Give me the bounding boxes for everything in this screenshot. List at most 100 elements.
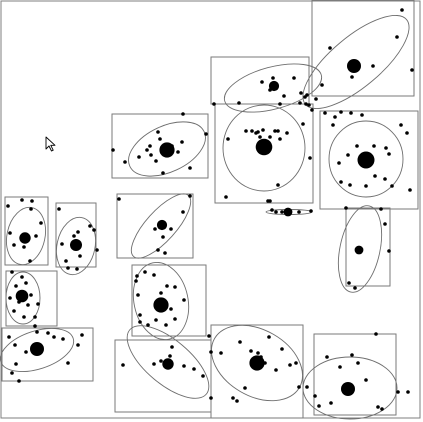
data-point <box>355 144 359 148</box>
data-point <box>261 128 265 132</box>
data-point <box>396 390 400 394</box>
data-point <box>201 374 205 378</box>
data-point <box>164 323 168 327</box>
cluster-ellipse <box>128 121 206 177</box>
data-point <box>256 351 260 355</box>
data-point <box>285 131 289 135</box>
data-point <box>374 332 378 336</box>
data-point <box>20 275 24 279</box>
data-point <box>28 259 32 263</box>
data-point <box>52 335 56 339</box>
data-point <box>298 101 302 105</box>
data-point <box>145 148 149 152</box>
data-point <box>278 102 282 106</box>
cluster-ellipse <box>0 327 75 373</box>
cluster-center <box>283 207 293 217</box>
cluster-ellipse <box>337 205 383 293</box>
data-point <box>376 405 380 409</box>
data-point <box>188 166 192 170</box>
cluster-box <box>55 202 97 268</box>
data-point <box>26 303 30 307</box>
data-point <box>304 102 308 106</box>
data-point <box>383 222 387 226</box>
data-point <box>30 199 34 203</box>
data-point <box>10 270 14 274</box>
cluster-ellipse <box>132 261 190 341</box>
data-point <box>64 259 68 263</box>
cluster-center <box>159 142 175 158</box>
data-point <box>325 355 329 359</box>
data-point <box>390 184 394 188</box>
data-point <box>339 110 343 114</box>
cluster-ellipse <box>126 325 210 399</box>
data-point <box>338 365 342 369</box>
data-point <box>276 183 280 187</box>
cluster-center <box>19 232 31 244</box>
data-point <box>10 371 14 375</box>
data-point <box>6 204 10 208</box>
data-point <box>111 148 115 152</box>
data-point <box>380 407 384 411</box>
data-point <box>294 361 298 365</box>
cluster-center <box>156 219 168 231</box>
data-point <box>408 188 412 192</box>
data-point <box>360 113 364 117</box>
cluster-center <box>354 245 364 255</box>
data-point <box>224 195 228 199</box>
data-point <box>192 367 196 371</box>
data-point <box>271 76 275 80</box>
data-point <box>146 323 150 327</box>
data-point <box>134 279 138 283</box>
data-point <box>46 331 50 335</box>
data-point <box>410 68 414 72</box>
data-point <box>373 174 377 178</box>
data-point <box>328 46 332 50</box>
data-point <box>33 324 37 328</box>
data-point <box>123 160 127 164</box>
cluster-center <box>153 297 169 313</box>
data-point <box>152 362 156 366</box>
data-point <box>168 354 172 358</box>
data-point <box>156 130 160 134</box>
data-point <box>154 159 158 163</box>
data-point <box>323 111 327 115</box>
cluster-box <box>345 207 391 287</box>
data-point <box>250 129 254 133</box>
data-point <box>182 298 186 302</box>
data-point <box>33 315 37 319</box>
data-point <box>301 122 305 126</box>
data-point <box>29 207 33 211</box>
data-point <box>29 293 33 297</box>
data-point <box>400 8 404 12</box>
data-point <box>337 161 341 165</box>
data-point <box>309 209 313 213</box>
data-point <box>276 129 280 133</box>
cluster-center <box>341 382 355 396</box>
data-point <box>238 340 242 344</box>
cluster-ellipse <box>223 63 323 113</box>
data-point <box>207 334 211 338</box>
data-point <box>305 385 309 389</box>
data-point <box>282 94 286 98</box>
data-point <box>156 248 160 252</box>
data-point <box>267 335 271 339</box>
data-point <box>387 152 391 156</box>
data-point <box>356 361 360 365</box>
data-point <box>181 210 185 214</box>
data-point <box>34 234 38 238</box>
data-point <box>274 368 278 372</box>
data-point <box>158 137 162 141</box>
data-point <box>180 140 184 144</box>
cluster-ellipse <box>56 216 96 276</box>
data-point <box>270 208 274 212</box>
cluster-box <box>111 113 209 179</box>
data-point <box>399 123 403 127</box>
data-point <box>72 234 76 238</box>
cluster-ellipse <box>328 120 404 198</box>
data-point <box>117 197 121 201</box>
cluster-box <box>5 270 58 327</box>
data-point <box>320 83 324 87</box>
data-point <box>8 231 12 235</box>
data-point <box>80 333 84 337</box>
